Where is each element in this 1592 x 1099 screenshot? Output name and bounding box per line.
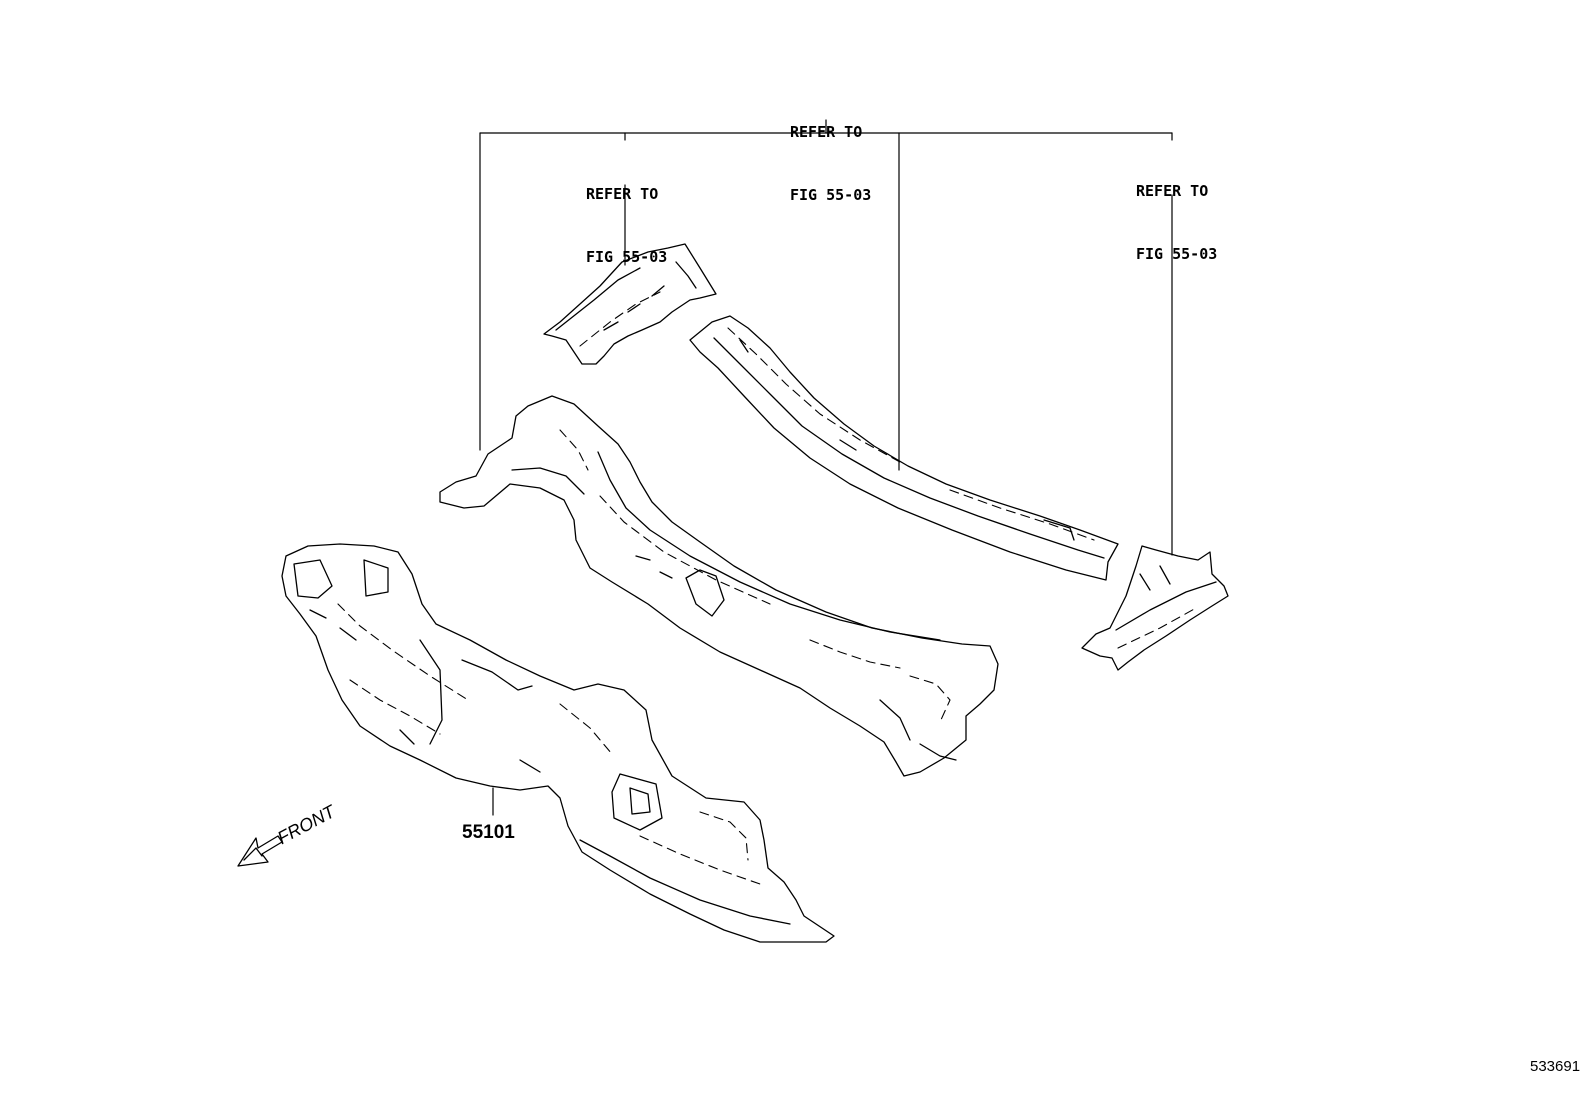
callout-leaders: [479, 119, 1173, 816]
callout-right-line1: REFER TO: [1136, 182, 1209, 200]
callout-top: REFER TO FIG 55-03: [790, 80, 871, 248]
figure-id: 533691: [1530, 1058, 1581, 1075]
callout-top-line1: REFER TO: [790, 123, 863, 141]
cowl-top-panel: [689, 315, 1119, 581]
right-lower-bracket: [1081, 545, 1229, 671]
left-upper-bracket: [543, 243, 717, 365]
dash-panel: [281, 543, 835, 943]
part-number-label: 55101: [462, 822, 515, 843]
callout-right: REFER TO FIG 55-03: [1136, 139, 1217, 307]
callout-top-line2: FIG 55-03: [790, 186, 872, 204]
cowl-side-member: [439, 395, 999, 777]
callout-right-line2: FIG 55-03: [1136, 245, 1218, 263]
front-arrow-icon: [237, 835, 283, 867]
callout-left: REFER TO FIG 55-03: [586, 142, 667, 310]
callout-left-line1: REFER TO: [586, 185, 659, 203]
callout-left-line2: FIG 55-03: [586, 248, 668, 266]
